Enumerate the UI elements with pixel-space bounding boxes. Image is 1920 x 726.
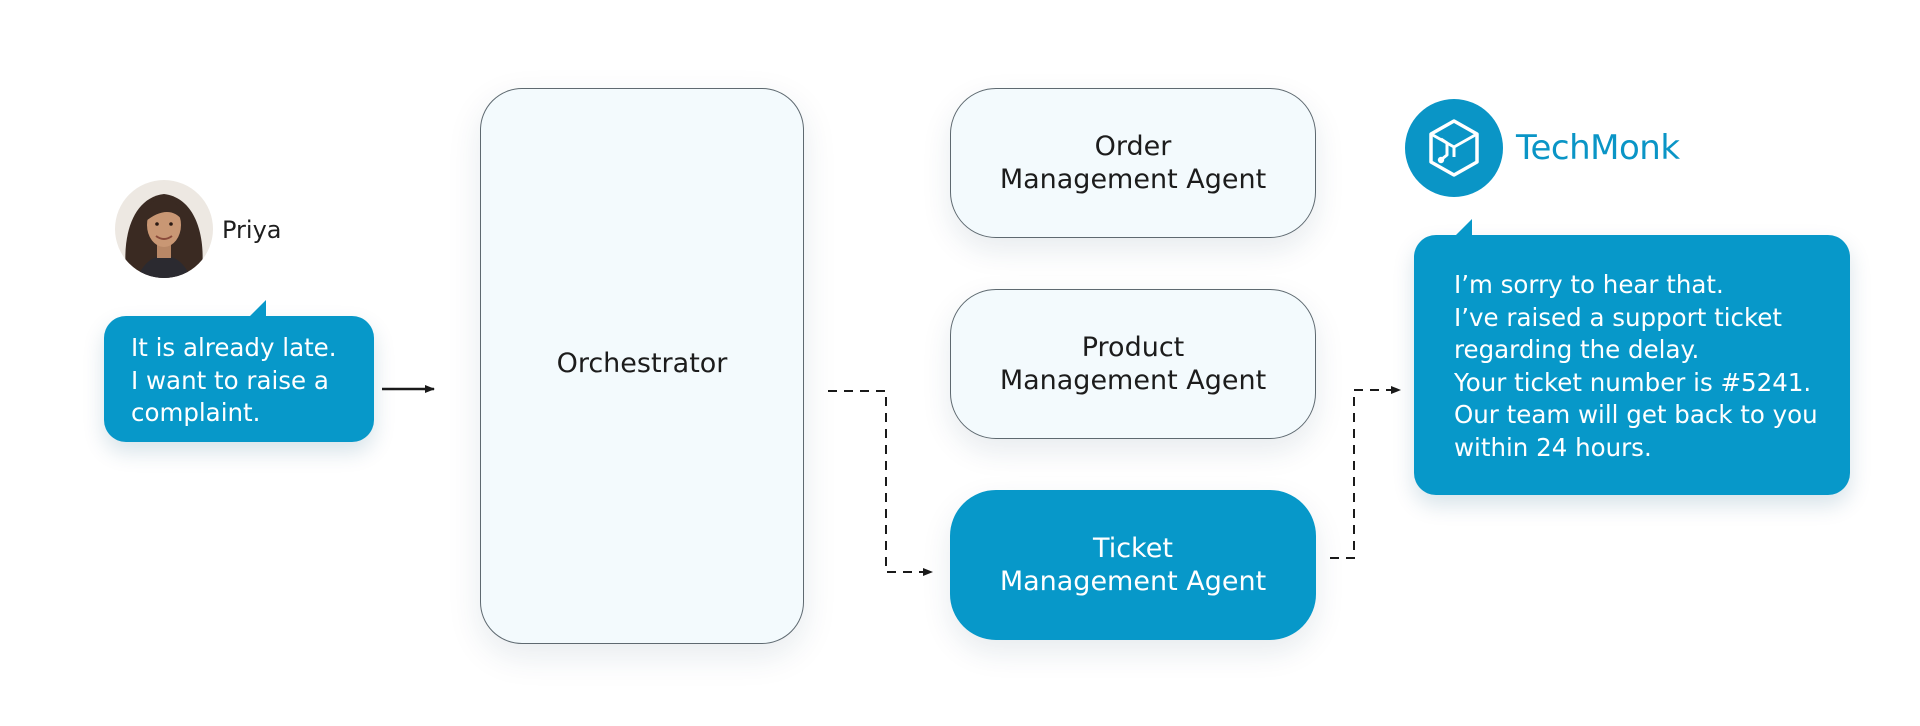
hexagon-circuit-icon [1405, 99, 1503, 197]
ticket-agent-to-reply-connector [1330, 386, 1401, 559]
user-avatar [115, 180, 213, 278]
user-message-line: It is already late. [131, 333, 337, 362]
user-message-line: complaint. [131, 398, 261, 427]
reply-message-line: regarding the delay. [1454, 335, 1700, 364]
user-name: Priya [222, 216, 282, 244]
user-message-line: I want to raise a [131, 365, 329, 395]
agent-label-line: Order [1094, 131, 1172, 162]
agent-label-line: Product [1081, 332, 1185, 363]
user-portrait-icon [115, 180, 213, 278]
brand-name: TechMonk [1516, 128, 1680, 168]
agent-label-line: Ticket [1093, 533, 1173, 564]
reply-message-bubble: I’m sorry to hear that. I’ve raised a su… [1414, 219, 1850, 495]
reply-message-line: Your ticket number is #5241. [1454, 367, 1812, 397]
reply-message-line: I’m sorry to hear that. [1454, 270, 1724, 299]
orchestrator-to-ticket-agent-connector [828, 390, 933, 576]
agent-label-line: Management Agent [999, 365, 1267, 396]
orchestrator-node: Orchestrator [480, 88, 804, 644]
reply-message-line: Our team will get back to you [1454, 400, 1818, 429]
agent-label-line: Management Agent [999, 164, 1267, 195]
order-management-agent-node: Order Management Agent [950, 88, 1316, 238]
ticket-management-agent-node: Ticket Management Agent [950, 490, 1316, 640]
reply-message-line: I’ve raised a support ticket [1454, 302, 1782, 332]
agent-label-line: Management Agent [999, 566, 1267, 597]
user-message-bubble: It is already late. I want to raise a co… [104, 300, 374, 442]
reply-message-line: within 24 hours. [1454, 432, 1652, 462]
product-management-agent-node: Product Management Agent [950, 289, 1316, 439]
orchestrator-label: Orchestrator [556, 347, 728, 379]
